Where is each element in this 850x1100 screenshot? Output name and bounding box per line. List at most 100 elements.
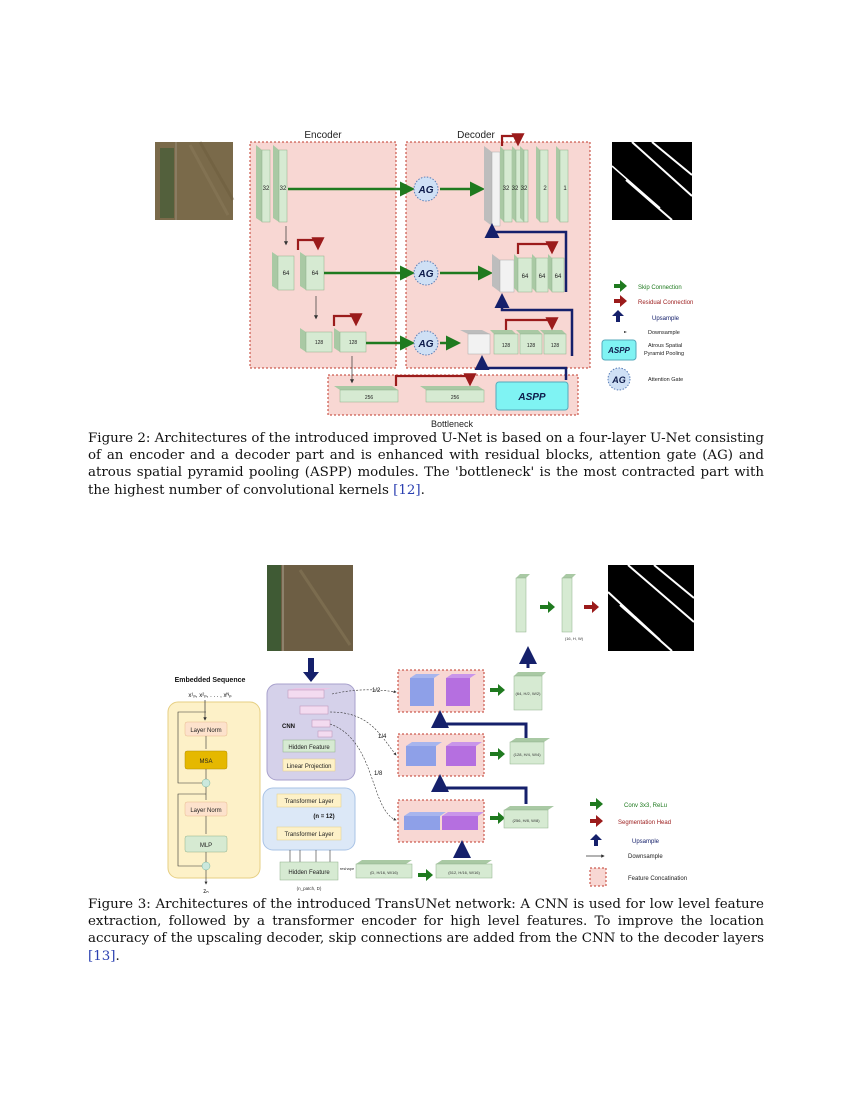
decoder-label: 64 [539, 274, 546, 280]
residual-path [177, 793, 206, 867]
feature-shape-label: (128, H/4, W/4) [513, 752, 541, 757]
decoder-label: 128 [551, 343, 560, 349]
decoder-feature-block [509, 738, 550, 765]
feature-shape-label: (256, H/8, W/8) [512, 818, 540, 823]
decoder-label: 64 [522, 274, 529, 280]
bottleneck-title: Bottleneck [431, 419, 474, 429]
transformer-layer-label: Transformer Layer [284, 832, 333, 838]
decoder-block [514, 254, 533, 293]
add-node [201, 778, 211, 788]
feature-shape-label: (D, H/16, W/16) [370, 870, 398, 875]
upsample-arrow [474, 355, 568, 380]
decoder-block [532, 254, 549, 293]
layer-norm-label: Layer Norm [190, 808, 221, 814]
embedded-sequence-tokens: x¹ₚ, x²ₚ, . . . , xᴺₚ [188, 692, 232, 699]
decoder-title: Decoder [457, 130, 495, 141]
decoder-label: 1 [563, 186, 567, 192]
conv-arrow [490, 748, 505, 760]
caption-end: . [115, 948, 120, 964]
downsample-legend-icon [624, 331, 627, 333]
aspp-label: ASPP [517, 392, 546, 403]
decoder-label: 32 [512, 186, 519, 192]
ag-label: AG [418, 185, 434, 196]
z-output-label: zₙ [203, 889, 209, 895]
skip-connection-line [329, 711, 397, 756]
aspp-module: ASPP [495, 381, 569, 411]
bottleneck-label: 256 [365, 395, 374, 401]
decoder-label: 32 [503, 186, 510, 192]
residual-connection-legend-icon [614, 295, 627, 307]
decoder-block [556, 146, 569, 223]
upsample-legend-icon [590, 834, 602, 846]
mlp-label: MLP [200, 843, 212, 849]
residual-arrow [516, 241, 559, 255]
residual-path [177, 711, 206, 784]
cnn-label: CNN [282, 724, 295, 730]
aspp-label: ASPP [607, 346, 630, 355]
feature-concatenation-box [397, 669, 485, 713]
legend-label: Upsample [652, 316, 680, 322]
cnn-feature-block [288, 688, 332, 690]
legend-label: Conv 3x3, ReLu [624, 803, 667, 809]
feature-shape-label: (64, H/2, W/2) [516, 691, 542, 696]
attention-gate-legend-icon [607, 367, 631, 391]
decoder-block [548, 254, 565, 293]
legend-label: Segmentation Head [618, 820, 671, 826]
input-satellite-image [155, 141, 235, 220]
decoder-upsample-block [460, 330, 491, 355]
ag-label: AG [611, 375, 626, 385]
upsample-arrow [431, 774, 528, 804]
upsample-arrow [494, 293, 574, 356]
hidden-feature-box [282, 739, 336, 753]
attention-gate: AG [413, 260, 439, 286]
residual-arrow [332, 313, 363, 327]
skip-connection-legend-icon [614, 280, 627, 292]
conv-arrow [540, 601, 555, 613]
encoder-block [334, 328, 367, 353]
decoder-block [536, 146, 549, 223]
legend-label: Attention Gate [648, 377, 683, 383]
linear-projection-label: Linear Projection [286, 764, 331, 770]
decoder-label: 32 [521, 186, 528, 192]
legend-label: Pyramid Pooling [644, 351, 684, 357]
caption-text: Figure 3: Architectures of the introduce… [88, 897, 764, 947]
citation-link[interactable]: [13] [88, 948, 116, 964]
caption-end: . [420, 482, 425, 498]
ag-label: AG [418, 339, 434, 350]
attention-gate: AG [413, 330, 439, 356]
legend: Skip Connection Residual Connection Upsa… [601, 280, 693, 391]
conv-arrow [490, 812, 505, 824]
legend-label: Skip Connection [638, 285, 682, 291]
figure-3: Embedded Sequence x¹ₚ, x²ₚ, . . . , xᴺₚ … [167, 564, 695, 895]
feature-block [355, 860, 413, 879]
citation-link[interactable]: [12] [393, 482, 421, 498]
transformer-layer-box [276, 793, 342, 808]
upsample-arrow [303, 658, 319, 682]
legend: Conv 3x3, ReLu Segmentation Head Upsampl… [586, 798, 687, 887]
decoder-label: 128 [502, 343, 511, 349]
embedded-sequence-title: Embedded Sequence [175, 677, 246, 684]
caption-text: Figure 2: Architectures of the introduce… [88, 431, 764, 498]
decoder-block [490, 330, 519, 355]
conv-legend-icon [590, 798, 603, 810]
upsample-arrow [484, 223, 568, 292]
segmentation-head-arrow [584, 601, 599, 613]
decoder-block [516, 330, 543, 355]
transformer-block-panel [167, 701, 261, 879]
encoder-label: 32 [263, 186, 270, 192]
bottleneck-block [420, 386, 485, 403]
figure-2: Encoder Decoder Bottleneck 32 32 64 64 1… [155, 130, 693, 429]
feature-concatenation-legend-icon [589, 867, 607, 887]
conv-arrow [490, 684, 505, 696]
feature-shape-label: (16, H, W) [565, 636, 584, 641]
transformer-layer-label: Transformer Layer [284, 799, 333, 805]
residual-arrow [500, 133, 525, 147]
reshape-label: reshape [340, 866, 355, 871]
encoder-block [300, 252, 325, 291]
cnn-panel [266, 683, 356, 781]
residual-arrow [394, 373, 477, 387]
feature-concatenation-box [397, 733, 485, 777]
encoder-label: 128 [315, 340, 324, 346]
figure-2-caption: Figure 2: Architectures of the introduce… [88, 430, 764, 499]
scale-label: 1/4 [378, 734, 387, 740]
